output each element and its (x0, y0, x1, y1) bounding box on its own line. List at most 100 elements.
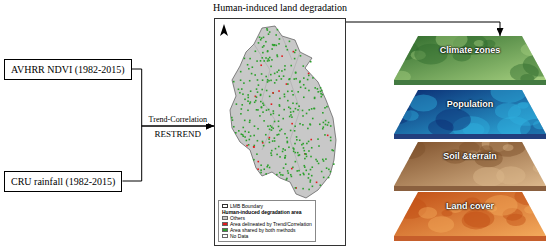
degradation-pixel (263, 120, 265, 122)
degradation-pixel (239, 92, 241, 94)
texture-patch (428, 216, 454, 232)
texture-patch (402, 110, 419, 120)
degradation-pixel (303, 96, 305, 98)
layer-stack (378, 29, 550, 241)
degradation-pixel (244, 98, 246, 100)
legend-text: No Data (230, 233, 248, 239)
degradation-pixel (284, 149, 286, 151)
degradation-pixel (319, 123, 321, 125)
degradation-pixel (278, 126, 280, 128)
degradation-pixel (309, 181, 311, 183)
degradation-pixel (273, 45, 275, 47)
degradation-pixel (314, 98, 316, 100)
texture-patch (533, 121, 547, 130)
degradation-pixel (296, 136, 298, 138)
degradation-pixel (249, 58, 251, 60)
degradation-pixel (256, 153, 258, 155)
degradation-pixel (260, 60, 262, 62)
degradation-pixel (236, 103, 238, 105)
degradation-pixel (290, 174, 292, 176)
layer-box: Population (394, 90, 546, 139)
degradation-pixel (258, 84, 260, 86)
degradation-pixel (269, 129, 271, 131)
degradation-pixel (253, 135, 255, 137)
degradation-pixel (262, 141, 264, 143)
legend-text: Area delineated by Trend/Correlation (230, 221, 312, 227)
degradation-pixel (279, 156, 281, 158)
degradation-pixel (284, 157, 286, 159)
degradation-pixel (268, 33, 270, 35)
degradation-pixel (320, 87, 322, 89)
degradation-pixel (310, 124, 312, 126)
degradation-pixel (244, 120, 246, 122)
degradation-pixel (305, 170, 307, 172)
degradation-pixel (262, 52, 264, 54)
degradation-pixel (258, 42, 260, 44)
degradation-pixel (278, 114, 280, 116)
texture-patch (506, 214, 526, 226)
degradation-pixel (267, 164, 269, 166)
degradation-pixel (320, 184, 322, 186)
degradation-pixel (274, 82, 276, 84)
degradation-pixel (298, 155, 300, 157)
degradation-pixel (294, 143, 296, 145)
degradation-pixel (284, 133, 286, 135)
degradation-pixel (322, 126, 324, 128)
degradation-pixel (294, 130, 296, 132)
degradation-pixel (247, 64, 249, 66)
degradation-pixel (295, 72, 297, 74)
degradation-pixel (277, 56, 279, 58)
degradation-pixel (297, 109, 299, 111)
texture-patch (392, 71, 411, 83)
degradation-pixel (279, 172, 281, 174)
degradation-pixel (311, 175, 313, 177)
degradation-pixel (277, 29, 279, 31)
degradation-pixel (263, 145, 265, 147)
degradation-pixel (307, 128, 309, 130)
degradation-pixel (268, 60, 270, 62)
degradation-pixel (287, 49, 289, 51)
degradation-pixel (308, 173, 310, 175)
boundary-sample (222, 204, 228, 208)
layer-slab (387, 29, 550, 85)
degradation-pixel (281, 70, 283, 72)
legend-swatch (222, 216, 228, 220)
degradation-pixel (290, 111, 292, 113)
degradation-pixel (259, 36, 261, 38)
degradation-pixel (298, 170, 300, 172)
texture-patch (497, 116, 531, 137)
legend-row: Area shared by both methods (222, 227, 312, 233)
degradation-pixel (270, 74, 272, 76)
degradation-pixel (268, 138, 270, 140)
degradation-pixel (300, 86, 302, 88)
degradation-pixel (249, 120, 251, 122)
degradation-pixel (274, 140, 276, 142)
degradation-pixel (269, 167, 271, 169)
degradation-pixel (299, 174, 301, 176)
degradation-pixel (287, 172, 289, 174)
texture-patch (495, 103, 521, 119)
degradation-pixel (292, 94, 294, 96)
degradation-pixel (270, 66, 272, 68)
degradation-pixel (267, 81, 269, 83)
degradation-pixel (261, 106, 263, 108)
degradation-pixel (254, 74, 256, 76)
layer-side (394, 80, 546, 85)
degradation-pixel (302, 124, 304, 126)
degradation-pixel (298, 105, 300, 107)
legend-text: Area shared by both methods (230, 227, 296, 233)
map-figure (214, 18, 346, 246)
degradation-pixel (268, 109, 270, 111)
degradation-pixel (272, 44, 274, 46)
degradation-pixel (291, 123, 293, 125)
degradation-pixel (257, 140, 259, 142)
degradation-pixel (259, 115, 261, 117)
degradation-pixel (283, 167, 285, 169)
degradation-pixel (308, 141, 310, 143)
degradation-pixel (262, 111, 264, 113)
degradation-pixel (308, 73, 310, 75)
degradation-pixel (309, 123, 311, 125)
degradation-pixel (312, 186, 314, 188)
degradation-pixel (271, 59, 273, 61)
